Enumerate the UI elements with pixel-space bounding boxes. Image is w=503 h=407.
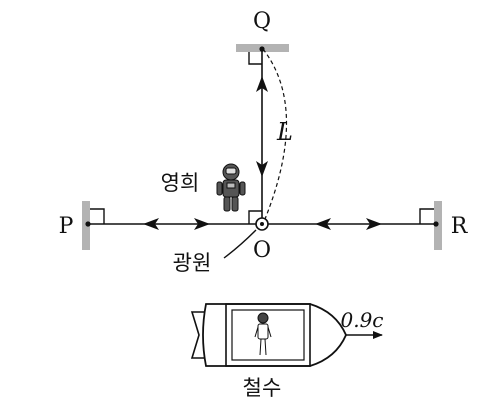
arrow-right-icon	[366, 218, 382, 230]
right-angle-o	[248, 210, 262, 224]
light-source-core	[260, 222, 264, 226]
label-light-source: 광원	[173, 251, 212, 275]
label-p: P	[59, 214, 74, 239]
label-ship-speed: 0.9c	[340, 308, 383, 332]
label-o: O	[253, 238, 271, 263]
source-pointer-line	[223, 229, 257, 259]
arrow-left-icon	[315, 218, 331, 230]
arrow-right-icon	[194, 218, 210, 230]
right-angle-q	[248, 52, 262, 65]
arrow-down-icon	[256, 161, 268, 177]
dot-p	[85, 221, 91, 227]
label-observer-ship: 철수	[243, 376, 282, 400]
label-q: Q	[253, 9, 271, 34]
person-icon	[254, 312, 272, 356]
arrow-left-icon	[143, 218, 159, 230]
label-r: R	[451, 214, 469, 239]
right-angle-p	[90, 208, 105, 224]
label-observer-ground: 영희	[161, 171, 200, 195]
arrow-up-icon	[256, 76, 268, 92]
label-length: L	[276, 118, 293, 146]
dashed-light-path	[262, 48, 288, 225]
astronaut-icon	[216, 163, 246, 212]
right-angle-r	[419, 208, 434, 224]
spaceship	[190, 303, 347, 367]
dot-r	[433, 221, 439, 227]
